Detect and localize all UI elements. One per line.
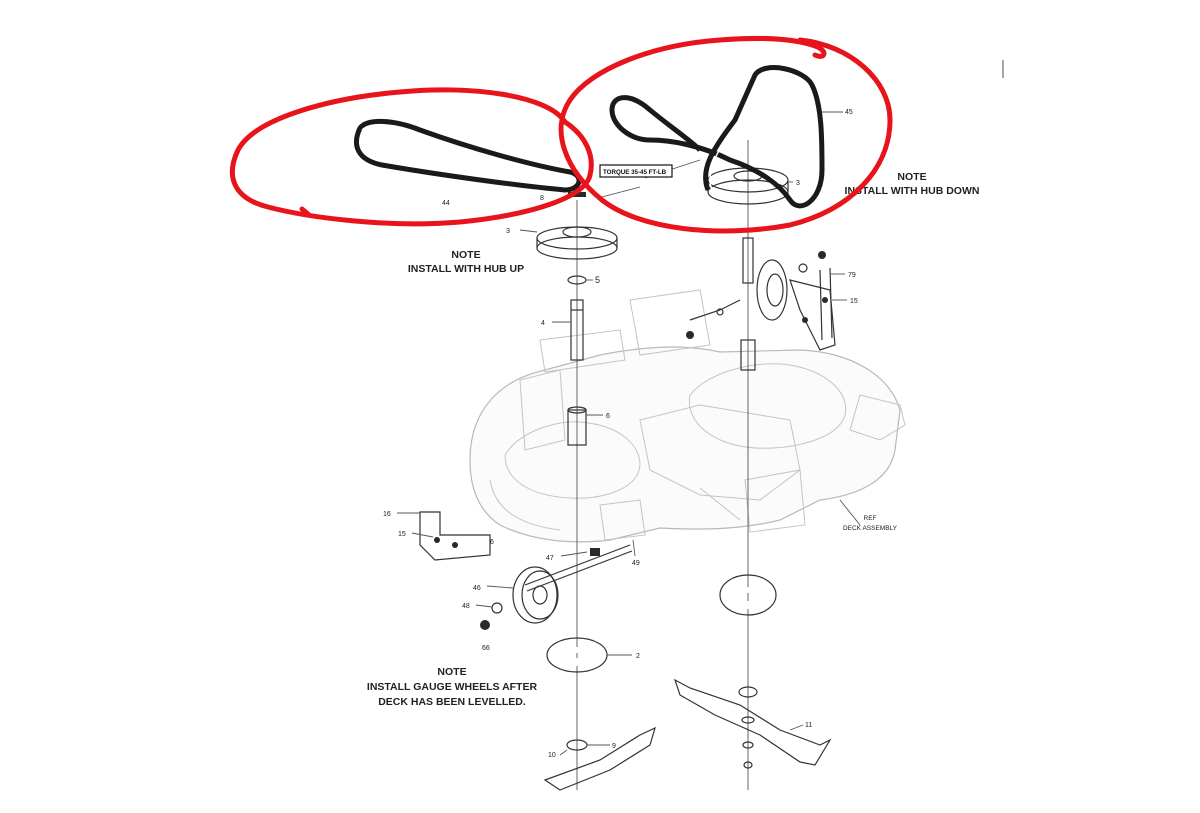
torque-callout: TORQUE 35-45 FT-LB (599, 164, 673, 178)
part-number-labels: 44 45 8 3 3 5 4 6 79 15 16 15 6 47 49 46… (383, 109, 858, 759)
note-gauge-wheels: NOTE INSTALL GAUGE WHEELS AFTER DECK HAS… (367, 666, 538, 708)
part-number-left-bracket: 16 (383, 511, 391, 518)
red-annotation-circle-left (229, 87, 594, 227)
red-annotation-circle-right (558, 35, 893, 234)
note-gauge-title: NOTE (437, 666, 466, 678)
note-gauge-line2: DECK HAS BEEN LEVELLED. (378, 696, 526, 708)
part-number-bracket-bolt: 15 (850, 298, 858, 305)
note-hub-down-title: NOTE (897, 171, 926, 183)
part-number-axle-bolt: 47 (546, 555, 554, 562)
note-hub-up: NOTE INSTALL WITH HUB UP (408, 249, 524, 275)
part-number-gauge-wheel: 46 (473, 585, 481, 592)
note-gauge-line1: INSTALL GAUGE WHEELS AFTER (367, 681, 538, 693)
right-spindle (740, 237, 756, 371)
part-number-wheel-washer: 48 (462, 603, 470, 610)
note-hub-up-text: INSTALL WITH HUB UP (408, 263, 524, 275)
deck-ref-text: DECK ASSEMBLY (843, 525, 898, 532)
part-number-washer: 5 (595, 275, 600, 285)
left-bracket (419, 511, 491, 561)
part-number-blade-left: 10 (548, 752, 556, 759)
part-number-blade-bolt: 9 (612, 743, 616, 750)
part-number-blade-adapter: 2 (636, 653, 640, 660)
part-number-blade-right: 11 (805, 722, 812, 729)
part-number-pulley-right: 3 (796, 180, 800, 187)
part-number-bracket-top: 79 (848, 272, 856, 279)
idler-assembly (686, 251, 836, 351)
part-number-belt-right: 45 (845, 109, 853, 116)
part-number-pulley-left: 3 (506, 228, 510, 235)
gauge-wheel-axle (524, 544, 633, 592)
deck-assembly-outline (469, 289, 906, 543)
part-number-belt-left: 44 (442, 200, 450, 207)
left-pulley (536, 226, 618, 260)
left-blade (543, 726, 656, 791)
deck-ref-label: REF DECK ASSEMBLY (843, 515, 898, 532)
belt-45 (609, 65, 825, 209)
deck-ref-title: REF (864, 515, 877, 522)
left-spindle-housing (567, 406, 587, 446)
note-hub-up-title: NOTE (451, 249, 480, 261)
right-blade-adapter (719, 574, 777, 616)
left-bolt (568, 192, 586, 197)
right-blade (673, 678, 832, 769)
belt-44 (354, 118, 582, 193)
note-hub-down-text: INSTALL WITH HUB DOWN (845, 185, 980, 197)
part-number-left-bracket-bolt: 15 (398, 531, 406, 538)
left-spindle (570, 299, 584, 361)
torque-label: TORQUE 35-45 FT-LB (603, 169, 667, 176)
part-number-wheel-nut: 66 (482, 645, 490, 652)
note-hub-down: NOTE INSTALL WITH HUB DOWN (845, 171, 980, 197)
gauge-wheel (512, 566, 559, 624)
part-number-spindle-housing: 6 (606, 413, 610, 420)
part-number-spindle: 4 (541, 320, 545, 327)
part-number-left-bracket-nut: 6 (490, 539, 494, 546)
part-number-axle-nut: 49 (632, 560, 640, 567)
wheel-nut (480, 602, 503, 630)
part-number-bolt: 8 (540, 195, 544, 202)
